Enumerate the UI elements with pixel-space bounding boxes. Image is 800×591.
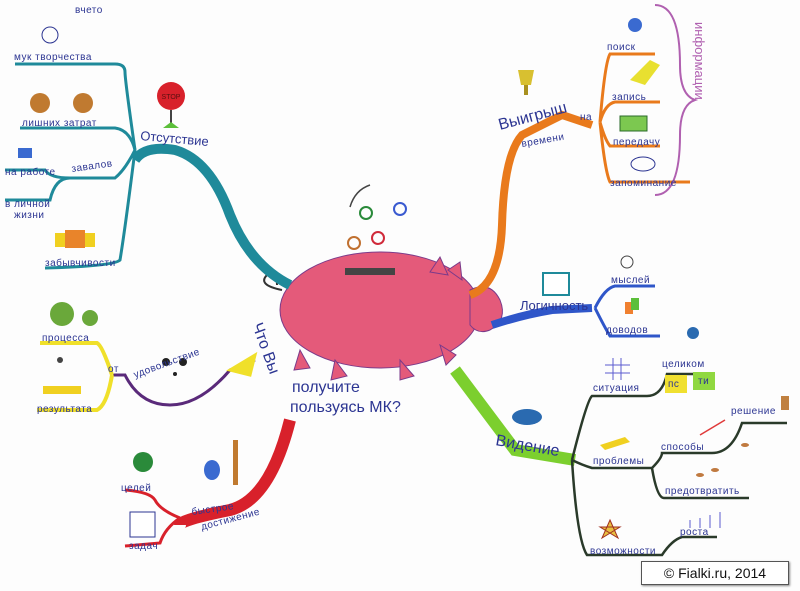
center-question-2: получите xyxy=(292,379,360,396)
personal-label: в личной xyxy=(5,199,50,210)
life-label: жизни xyxy=(14,210,44,221)
forgetfulness-label: забывчивости xyxy=(45,257,116,269)
goals-label: целей xyxy=(121,483,151,494)
problems-label: проблемы xyxy=(593,455,644,467)
disk-icon xyxy=(630,156,656,172)
money-bags-icon xyxy=(30,93,93,113)
gears-icon xyxy=(50,302,98,326)
branch-time xyxy=(468,52,690,299)
logic-label: Логичность xyxy=(520,298,588,313)
time-item: передачу xyxy=(613,137,660,148)
tasks-label: задач xyxy=(129,541,158,552)
situation-label: ситуация xyxy=(593,383,639,394)
arrow-icon xyxy=(699,419,726,436)
door-icon xyxy=(781,396,789,410)
podium-icon xyxy=(43,357,81,394)
watermark: © Fialki.ru, 2014 xyxy=(641,561,789,585)
magnifier-icon xyxy=(628,18,642,32)
face-icon xyxy=(41,26,59,44)
target-icon xyxy=(133,452,153,472)
ways-label: способы xyxy=(661,441,704,453)
people-icon xyxy=(689,512,721,528)
time-item: запись xyxy=(612,92,646,103)
eye-icon xyxy=(512,409,542,425)
branch-absence xyxy=(5,62,293,290)
envelope-icon xyxy=(619,115,648,132)
stop-sign-label: STOP xyxy=(162,94,181,101)
prevent-label: предотвратить xyxy=(665,486,740,497)
information-label: информации xyxy=(692,22,707,100)
center-question-1: Что Вы xyxy=(248,321,282,377)
time-item: поиск xyxy=(607,42,636,53)
costs-label: лишних затрат xyxy=(22,118,97,129)
branch-logic xyxy=(490,284,660,338)
process-label: процесса xyxy=(42,333,89,344)
dice-icon xyxy=(542,272,570,296)
at-work-label: на работе xyxy=(5,166,56,178)
trophy-icon xyxy=(518,70,534,95)
puzzle-b-label: ти xyxy=(698,376,709,387)
logic-item: мыслей xyxy=(611,275,650,286)
footprints-icon xyxy=(696,443,749,477)
branch-pleasure xyxy=(37,341,258,412)
climber-icon xyxy=(204,440,238,485)
cloud-label: вчето xyxy=(75,5,103,16)
brace xyxy=(654,4,699,196)
branch-achieve xyxy=(124,418,296,548)
overload-label: завалов xyxy=(71,158,113,175)
growth-label: роста xyxy=(680,527,709,538)
creativity-label: мук творчества xyxy=(14,52,92,63)
stop-sign-icon: STOP xyxy=(157,82,185,128)
globe-icon xyxy=(687,327,699,339)
puzzle-icon: пс ти xyxy=(665,372,715,393)
result-label: результата xyxy=(37,404,92,415)
time-item: запоминание xyxy=(610,178,677,189)
pen-icon xyxy=(630,60,660,85)
branch-vision xyxy=(450,366,787,557)
opportunities-label: возможности xyxy=(590,546,656,557)
star-icon xyxy=(598,518,622,540)
coins-icon xyxy=(347,184,407,250)
on-label: на xyxy=(580,112,592,123)
center-question-3: пользуясь МК? xyxy=(290,399,401,416)
from-label: от xyxy=(108,364,119,375)
achieve-label-1: быстрое xyxy=(191,500,235,518)
absence-label: Отсутствие xyxy=(140,128,210,149)
computer-icon xyxy=(18,148,32,158)
pleasure-label: удовольствие xyxy=(132,347,201,381)
checklist-icon xyxy=(129,511,156,538)
cards-icon xyxy=(625,298,639,314)
puzzle-a-label: пс xyxy=(668,379,679,390)
blob-face-icon xyxy=(162,358,187,376)
tictactoe-icon xyxy=(605,358,630,380)
thinking-face-icon xyxy=(620,255,634,269)
solution-label: решение xyxy=(731,406,776,417)
piggy-bank-icon xyxy=(263,251,503,381)
logic-item: доводов xyxy=(606,325,648,336)
shirt-icon xyxy=(55,230,95,248)
whole-label: целиком xyxy=(662,359,705,370)
airplane-icon xyxy=(600,437,630,450)
